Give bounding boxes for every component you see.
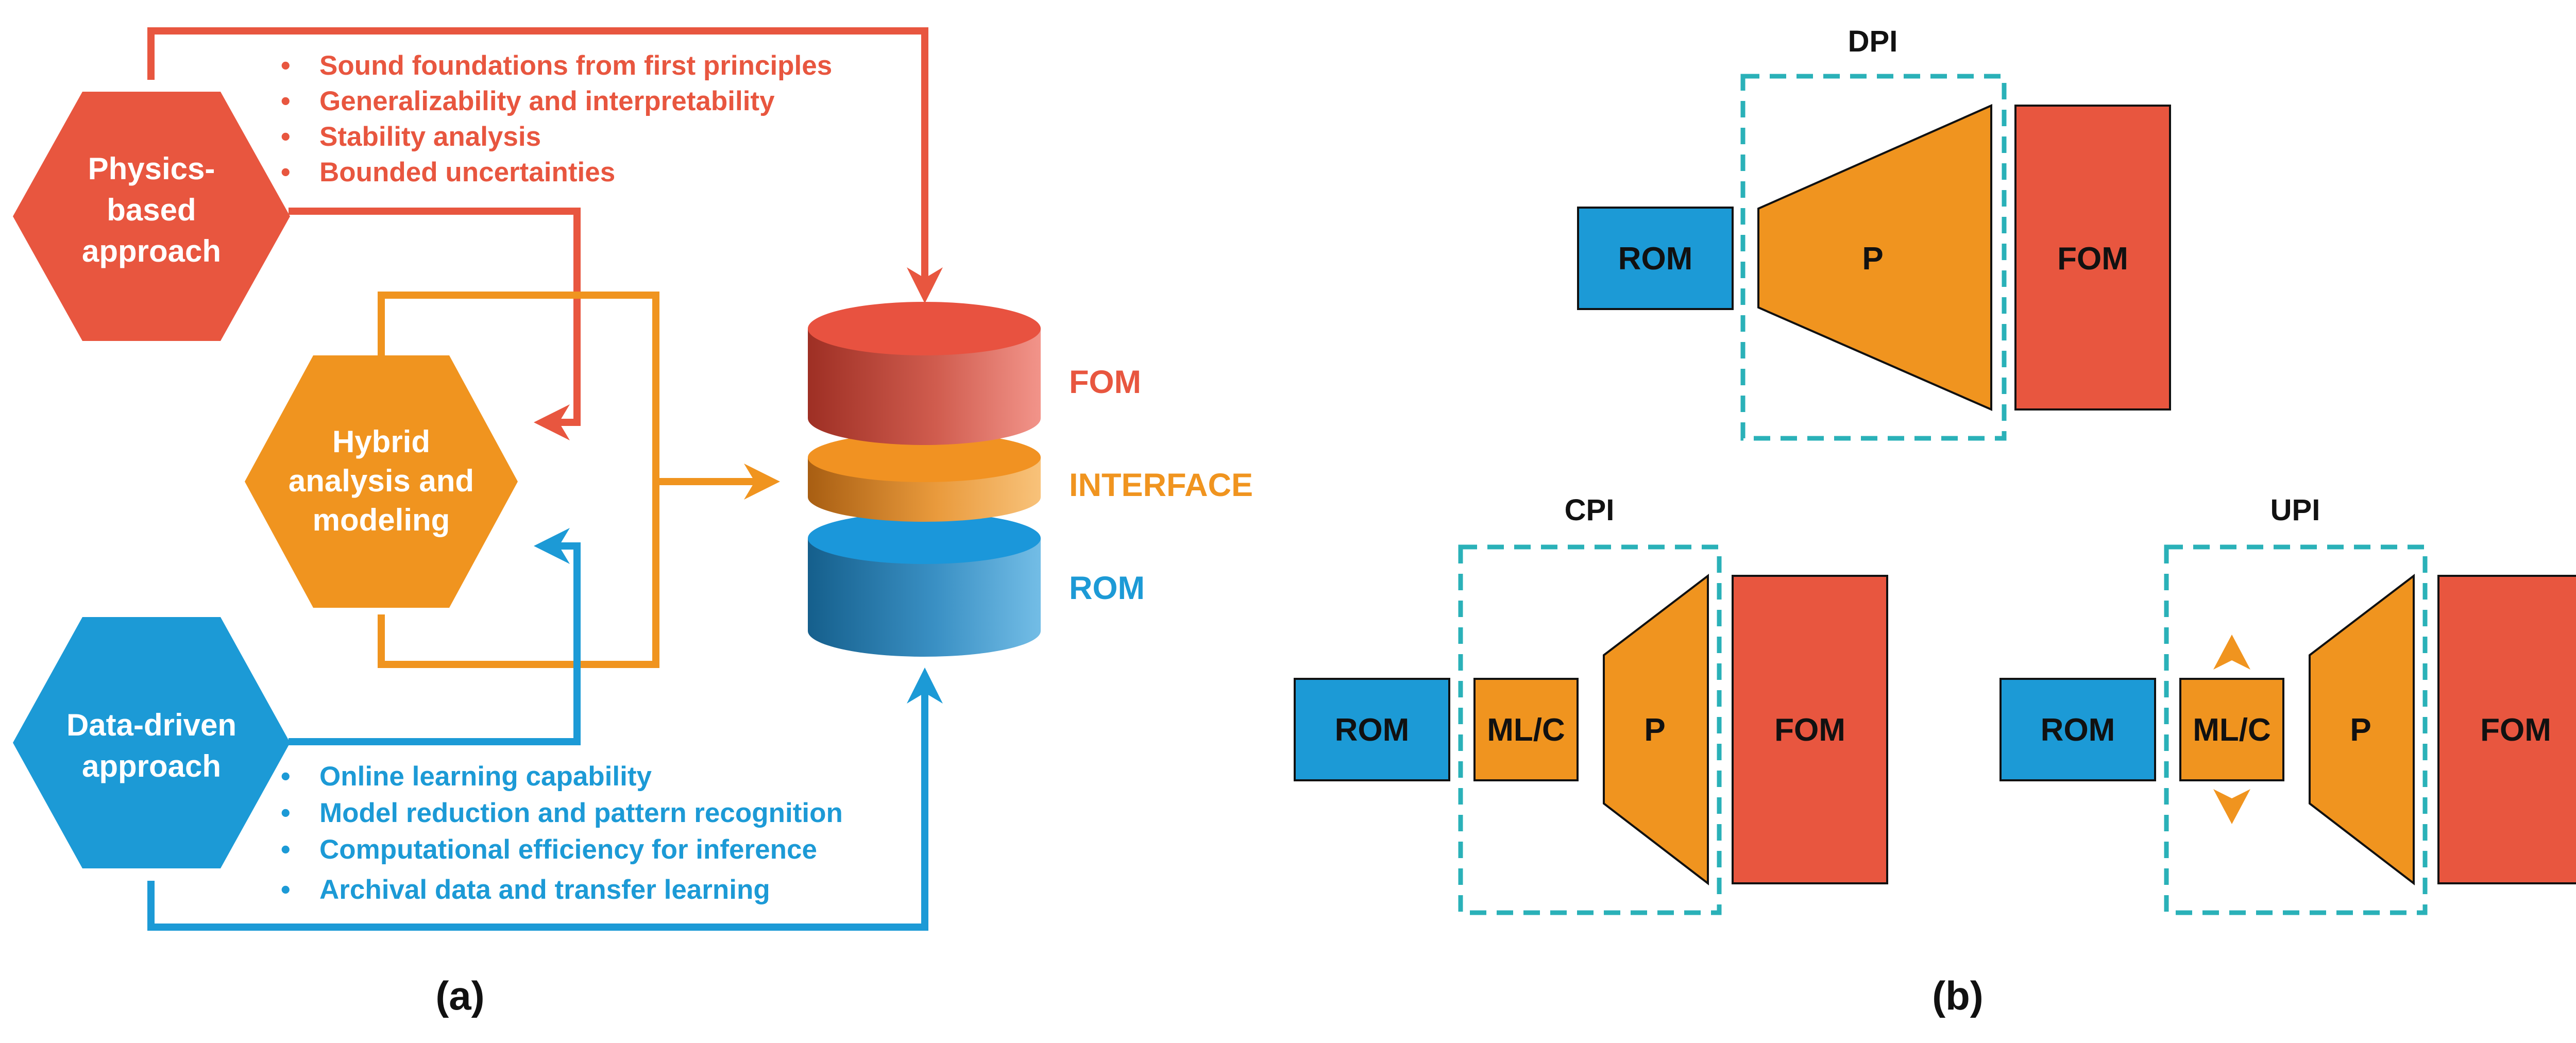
down-arrow-icon <box>2213 789 2250 824</box>
data-bullet-glyph: • <box>281 798 291 828</box>
data-bullet-glyph: • <box>281 834 291 865</box>
dpi-title: DPI <box>1848 25 1898 58</box>
data-hex-line-2: approach <box>82 749 221 783</box>
data-bullet-3: Computational efficiency for inference <box>319 834 817 865</box>
data-bullet-4: Archival data and transfer learning <box>319 875 770 905</box>
upi-rom-box <box>1999 678 2156 781</box>
cpi-corrector-label: ML/C <box>1487 712 1565 748</box>
cpi-corrector-box <box>1473 678 1579 781</box>
physics-bullet-glyph: • <box>281 122 291 152</box>
dpi-fom-box <box>2014 105 2171 411</box>
cpi-fom-label: FOM <box>1774 712 1845 748</box>
rom-cylinder <box>808 512 1041 657</box>
hybrid-hex-line-2: analysis and <box>289 464 474 498</box>
data-bullet-list: • Online learning capability • Model red… <box>281 761 843 905</box>
panel-a: Physics- based approach Hybrid analysis … <box>13 27 1253 1018</box>
dpi-projector <box>1757 104 1992 412</box>
data-hex-line-1: Data-driven <box>66 708 236 742</box>
interface-cylinder <box>808 433 1041 522</box>
dpi-fom-label: FOM <box>2057 241 2128 277</box>
fom-cylinder <box>808 302 1041 445</box>
physics-hex-line-3: approach <box>82 234 221 268</box>
physics-bullet-2: Generalizability and interpretability <box>319 86 775 116</box>
dpi-scheme: DPI ROM P FOM <box>1577 25 2171 441</box>
physics-bullet-glyph: • <box>281 50 291 81</box>
physics-connectors <box>147 27 943 440</box>
data-bullet-glyph: • <box>281 875 291 905</box>
upi-title: UPI <box>2270 493 2320 527</box>
upi-fom-label: FOM <box>2480 712 2551 748</box>
panel-b-caption: (b) <box>1932 973 1984 1018</box>
data-to-hybrid-arrow <box>289 528 581 745</box>
dpi-projector-label: P <box>1862 241 1883 277</box>
physics-hexagon: Physics- based approach <box>13 92 290 341</box>
up-arrow-icon <box>2213 635 2250 670</box>
cpi-projector <box>1603 573 1709 886</box>
physics-bullet-4: Bounded uncertainties <box>319 157 615 187</box>
hybrid-hex-line-3: modeling <box>313 503 450 537</box>
upi-corrector-label: ML/C <box>2193 712 2271 748</box>
model-stack <box>808 302 1041 657</box>
upi-scheme: UPI ROM ML/C P FOM <box>1999 493 2576 915</box>
hybrid-connectors <box>378 292 780 668</box>
physics-bullet-glyph: • <box>281 157 291 187</box>
physics-bullet-3: Stability analysis <box>319 122 541 152</box>
upi-fom-box <box>2437 575 2576 884</box>
physics-hex-line-2: based <box>107 193 196 227</box>
hybrid-hexagon: Hybrid analysis and modeling <box>245 355 518 608</box>
cpi-scheme: CPI ROM ML/C P FOM <box>1294 493 1888 915</box>
panel-b: DPI ROM P FOM CPI ROM ML/C P FOM UPI <box>1294 25 2576 1018</box>
upi-rom-label: ROM <box>2041 712 2115 748</box>
cpi-fom-box <box>1732 575 1888 884</box>
cpi-interface-box <box>1458 544 1722 915</box>
upi-interface-box <box>2164 544 2428 915</box>
upi-projector-label: P <box>2350 712 2371 748</box>
physics-to-fom-arrow <box>147 27 943 303</box>
dpi-rom-box <box>1577 207 1734 310</box>
cpi-title: CPI <box>1565 493 1615 527</box>
hybrid-hex-line-1: Hybrid <box>332 424 430 459</box>
dpi-interface-box <box>1740 74 2007 441</box>
upi-projector <box>2309 573 2415 886</box>
data-bullet-2: Model reduction and pattern recognition <box>319 798 843 828</box>
panel-a-caption: (a) <box>435 973 484 1018</box>
upi-corrector-box <box>2179 678 2284 781</box>
physics-hex-line-1: Physics- <box>88 151 215 186</box>
interface-stack-label: INTERFACE <box>1069 467 1253 503</box>
data-to-rom-arrow <box>147 668 943 931</box>
physics-bullet-1: Sound foundations from first principles <box>319 50 832 81</box>
physics-bullet-list: • Sound foundations from first principle… <box>281 50 832 187</box>
physics-bullet-glyph: • <box>281 86 291 116</box>
cpi-projector-label: P <box>1644 712 1665 748</box>
data-connectors <box>147 528 943 931</box>
physics-to-hybrid-arrow <box>289 208 581 440</box>
rom-stack-label: ROM <box>1069 570 1145 606</box>
data-bullet-glyph: • <box>281 761 291 792</box>
cpi-rom-label: ROM <box>1335 712 1410 748</box>
dpi-rom-label: ROM <box>1618 241 1693 277</box>
data-hexagon: Data-driven approach <box>13 617 290 868</box>
fom-stack-label: FOM <box>1069 364 1141 400</box>
cpi-rom-box <box>1294 678 1450 781</box>
data-bullet-1: Online learning capability <box>319 761 652 792</box>
